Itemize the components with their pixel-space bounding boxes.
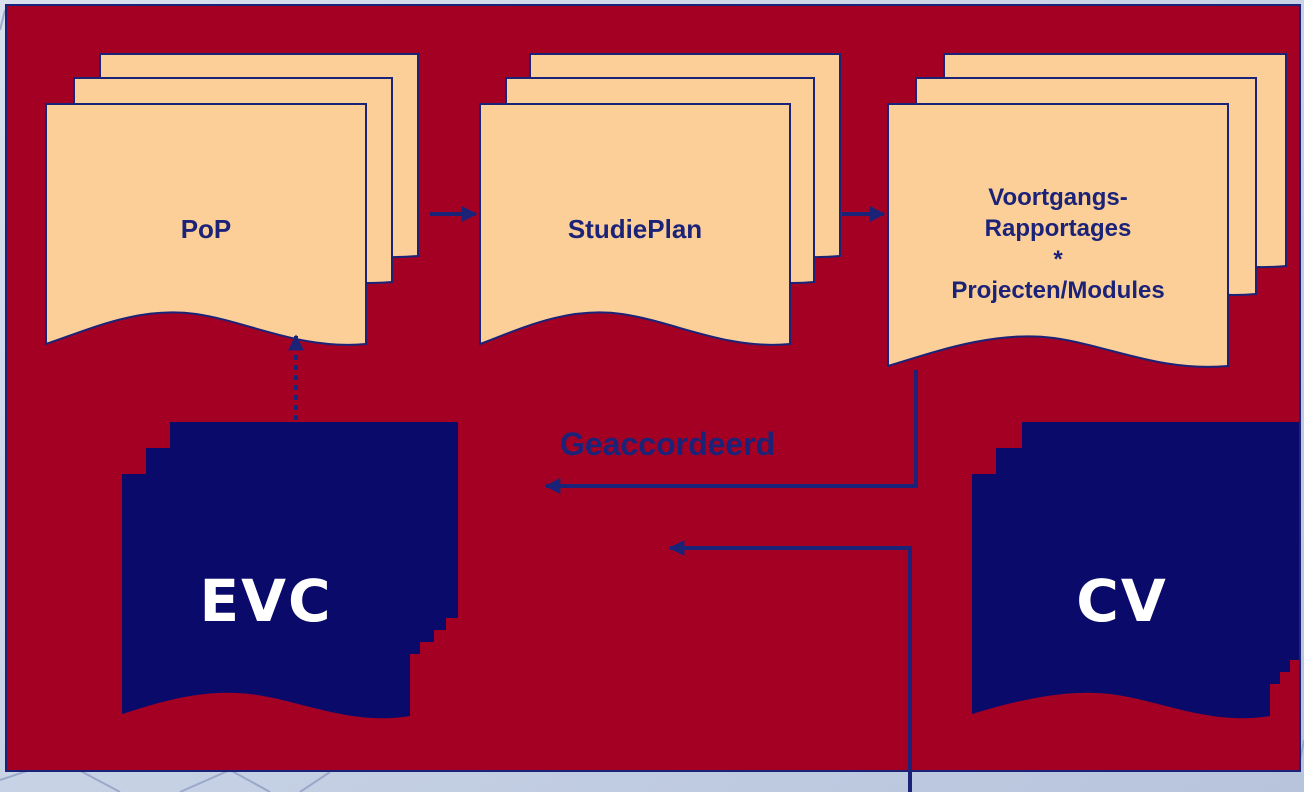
pop-label: PoP — [180, 214, 232, 245]
voortgang-label: Voortgangs- Rapportages * Projecten/Modu… — [888, 154, 1228, 334]
voortgang-line-3: * — [1053, 246, 1063, 273]
studieplan-document-stack — [479, 53, 841, 346]
cv-document-stack — [972, 422, 1299, 719]
arrow-from-bottom — [668, 540, 912, 792]
approved-label: Geaccordeerd — [560, 425, 776, 462]
pop-document-stack — [45, 53, 419, 346]
evc-document-stack — [122, 422, 458, 719]
studieplan-label: StudiePlan — [567, 214, 703, 245]
cv-label: CV — [1076, 567, 1168, 635]
voortgang-line-2: Rapportages — [984, 214, 1132, 242]
voortgang-document-stack — [887, 53, 1287, 368]
voortgang-line-1: Voortgangs- — [988, 183, 1128, 211]
voortgang-line-4: Projecten/Modules — [951, 277, 1165, 305]
arrow-approved — [544, 370, 918, 494]
evc-label: EVC — [199, 567, 333, 635]
